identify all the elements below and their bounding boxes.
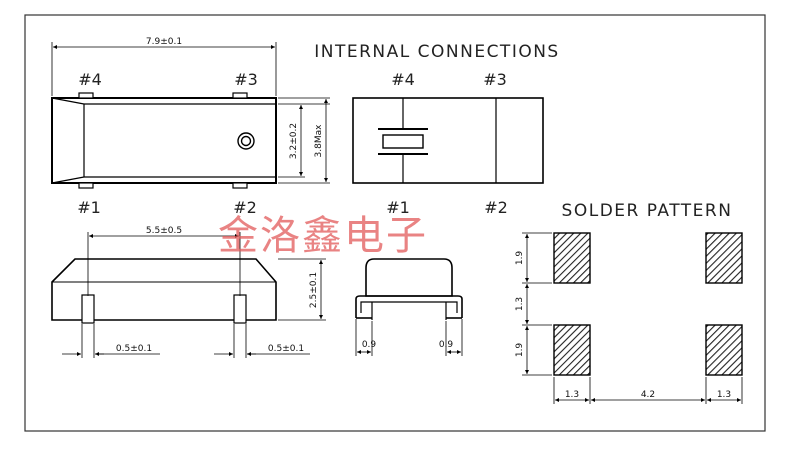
end-view — [355, 258, 463, 320]
dim-overall-length: 7.9±0.1 — [146, 37, 182, 47]
side-view — [51, 258, 277, 324]
heading-solder-pattern: SOLDER PATTERN — [562, 201, 733, 221]
conn-pin-label-3: #3 — [483, 70, 507, 89]
pin-label-2: #2 — [233, 198, 257, 217]
dim-max-height: 3.8Max — [314, 124, 324, 158]
dim-solder-lines — [522, 232, 743, 404]
solder-pad-bottom-right — [705, 324, 743, 376]
pin-label-3: #3 — [234, 70, 258, 89]
crystal-symbol-icon — [382, 134, 424, 149]
dim-pad-width-left: 1.3 — [565, 390, 579, 400]
internal-connection-diagram — [352, 97, 544, 184]
dim-pad-span: 5.5±0.5 — [146, 226, 182, 236]
dim-thickness: 2.5±0.1 — [309, 272, 319, 308]
dim-pad-span-lines — [87, 232, 241, 296]
dim-end-right: 0.9 — [439, 340, 454, 350]
dim-overall-length-lines — [51, 42, 277, 96]
dim-lead-lines — [62, 324, 310, 358]
drawing-frame — [24, 14, 766, 432]
pin-label-1: #1 — [77, 198, 101, 217]
dim-lead-left: 0.5±0.1 — [116, 344, 152, 354]
conn-pin-label-2: #2 — [484, 198, 508, 217]
dim-pad-gap: 1.3 — [515, 297, 525, 311]
dim-body-height: 3.2±0.2 — [289, 123, 299, 159]
pin1-marker-icon — [237, 132, 255, 150]
solder-pad-top-right — [705, 232, 743, 284]
heading-internal-connections: INTERNAL CONNECTIONS — [314, 42, 559, 62]
dim-end-lines — [355, 319, 463, 356]
dim-thickness-lines — [278, 258, 326, 321]
pin-label-4: #4 — [78, 70, 102, 89]
dim-pad-height-top: 1.9 — [515, 251, 525, 266]
dim-end-left: 0.9 — [362, 340, 377, 350]
dim-pad-pitch: 4.2 — [641, 390, 655, 400]
conn-pin-label-1: #1 — [386, 198, 410, 217]
dim-height-lines — [278, 97, 330, 184]
dim-pad-height-bottom: 1.9 — [515, 343, 525, 358]
solder-pad-top-left — [553, 232, 591, 284]
watermark-text: 金洛鑫电子 — [218, 213, 428, 259]
dim-lead-right: 0.5±0.1 — [268, 344, 304, 354]
solder-pad-bottom-left — [553, 324, 591, 376]
top-view — [51, 92, 277, 189]
solder-pads — [553, 232, 743, 376]
dim-pad-width-right: 1.3 — [717, 390, 731, 400]
conn-pin-label-4: #4 — [391, 70, 415, 89]
